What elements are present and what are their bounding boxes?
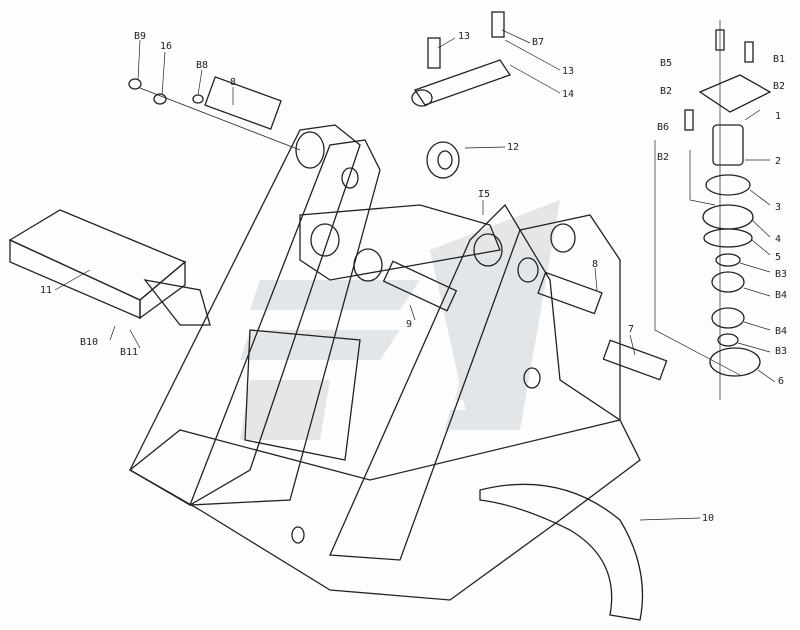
callout-b2-a: B2 [660, 86, 673, 97]
callout-b4-a: B4 [775, 290, 788, 301]
callout-b11: B11 [120, 347, 139, 358]
callout-15: I5 [478, 189, 491, 200]
callout-4: 4 [775, 234, 782, 245]
callout-6: 6 [778, 376, 785, 387]
callout-13-a: 13 [458, 31, 471, 42]
callout-b5: B5 [660, 58, 673, 69]
callout-b1: B1 [773, 54, 786, 65]
callout-11: 11 [40, 285, 53, 296]
main-frame [128, 124, 641, 601]
callout-9: 9 [406, 319, 413, 330]
washer-12 [426, 141, 460, 179]
callout-13-b: 13 [562, 66, 575, 77]
callout-b6: B6 [657, 122, 670, 133]
pin-8-left [128, 76, 301, 151]
callout-1: 1 [775, 111, 782, 122]
pin-9 [382, 260, 458, 312]
callout-b3-b: B3 [775, 346, 788, 357]
callout-16: 16 [160, 41, 173, 52]
callout-2: 2 [775, 156, 782, 167]
callout-5: 5 [775, 252, 782, 263]
callout-3: 3 [775, 202, 782, 213]
callout-8-right: 8 [592, 259, 599, 270]
callout-12: 12 [507, 142, 520, 153]
callout-b8: B8 [196, 60, 209, 71]
callout-b4-b: B4 [775, 326, 788, 337]
pin-7 [602, 339, 668, 381]
pin-8-right [537, 271, 603, 315]
pedal-part [8, 209, 211, 326]
callout-b7: B7 [532, 37, 545, 48]
callout-b3-a: B3 [775, 269, 788, 280]
watermark-logo [240, 200, 560, 440]
callout-8-left: 8 [230, 77, 237, 88]
kingpin-stack [654, 20, 772, 400]
callout-b2-b: B2 [773, 81, 786, 92]
callout-14: 14 [562, 89, 575, 100]
callout-b2-c: B2 [657, 152, 670, 163]
callout-b9: B9 [134, 31, 147, 42]
lever-14 [411, 11, 512, 107]
leader-lines [54, 29, 776, 521]
fender-part [479, 483, 644, 621]
callout-10: 10 [702, 513, 715, 524]
callout-7: 7 [628, 324, 635, 335]
callout-b10: B10 [80, 337, 99, 348]
